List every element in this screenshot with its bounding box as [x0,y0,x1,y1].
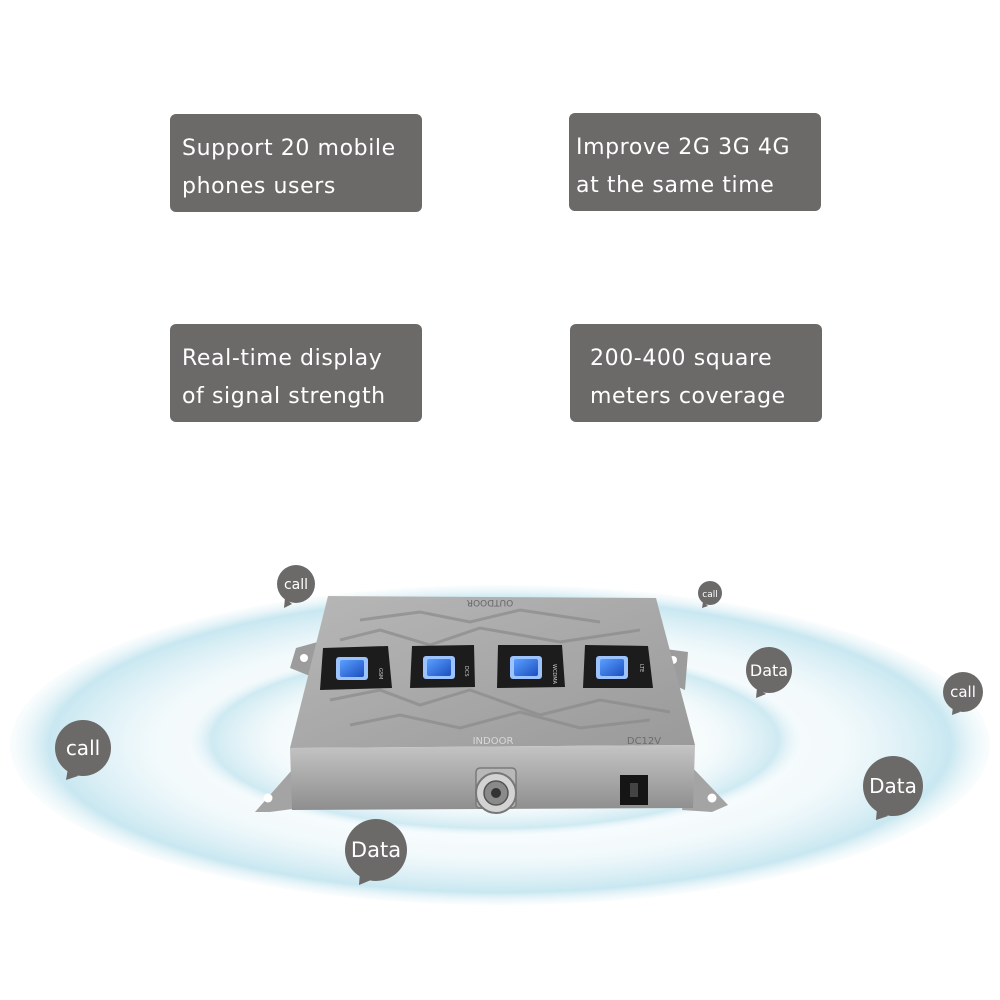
speech-bubble-call: call [943,672,983,715]
feature-box-networks: Improve 2G 3G 4G at the same time [569,113,821,211]
bubble-text: call [66,736,100,760]
band-display-panel: LTE [583,645,653,688]
feature-line: phones users [182,174,336,199]
speech-bubble-call: call [698,581,722,608]
feature-box-coverage: 200-400 square meters coverage [570,324,822,422]
device-label-top: OUTDOOR [467,597,514,607]
bubble-text: Data [750,661,788,680]
bubble-text: call [702,590,717,600]
speech-bubble-data: Data [863,756,923,820]
speech-bubble-call: call [55,720,111,780]
bubble-text: Data [869,774,917,798]
feature-line: Real-time display [182,346,383,371]
band-display-panel: GSM [320,646,392,690]
feature-line: 200-400 square [590,346,773,371]
circuit-pattern [329,608,671,730]
feature-line: Improve 2G 3G 4G [576,135,791,160]
band-display-panel: DCS [410,645,475,688]
speech-bubble-call: call [277,565,315,608]
feature-box-users: Support 20 mobile phones users [170,114,422,212]
feature-line: Support 20 mobile [182,136,396,161]
feature-box-display: Real-time display of signal strength [170,324,422,422]
band-display-panel: WCDMA [497,645,565,688]
bubble-text: call [950,683,976,701]
feature-line: at the same time [576,173,775,198]
bubble-text: Data [351,838,401,862]
band-label: LTE [638,664,644,672]
device-label-front: INDOOR [473,736,514,747]
n-type-connector [475,767,517,814]
band-label: WCDMA [551,664,557,685]
band-label: DCS [463,666,469,677]
signal-booster-device: OUTDOOR INDOOR DC12V GSM DCS WCDMA LTE [290,596,695,814]
feature-line: meters coverage [590,384,786,409]
dc-power-jack [620,775,648,805]
device-label-power: DC12V [627,736,661,747]
speech-bubble-data: Data [345,819,407,885]
feature-line: of signal strength [182,384,386,409]
band-label: GSM [377,668,383,679]
bubble-text: call [284,577,308,593]
speech-bubble-data: Data [746,647,792,698]
